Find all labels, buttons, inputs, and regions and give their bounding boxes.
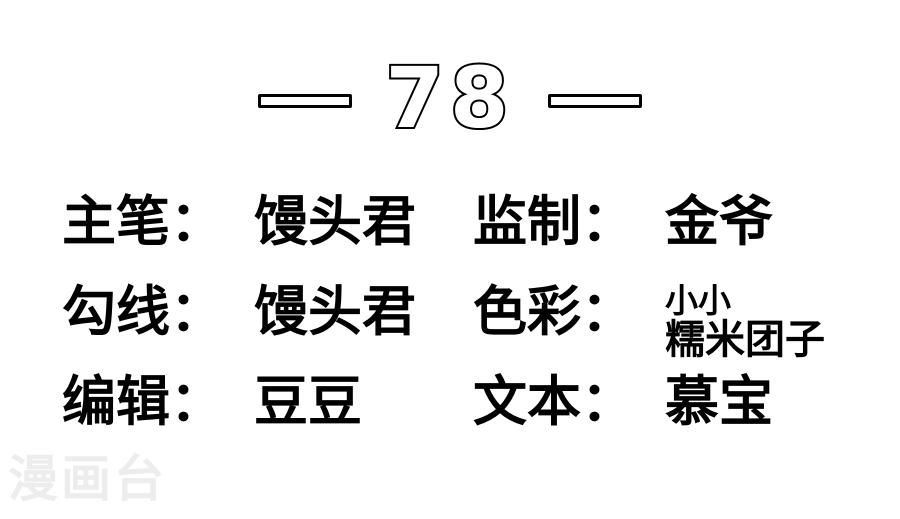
credit-label: 监制： <box>471 189 637 253</box>
credit-label: 色彩： <box>471 279 637 343</box>
credit-value-line: 小小 <box>663 281 733 320</box>
credit-row: 主笔： 馒头君 监制： 金爷 <box>0 189 900 282</box>
credit-value: 馒头君 <box>252 279 418 343</box>
credit-label: 主笔： <box>60 189 226 253</box>
chapter-number: 78 <box>384 49 515 147</box>
credit-label: 编辑： <box>60 369 226 433</box>
credit-entry-supervisor: 监制： 金爷 <box>455 189 900 253</box>
credit-value: 豆豆 <box>252 369 364 433</box>
credit-entry-line-art: 勾线： 馒头君 <box>0 279 455 343</box>
credit-value: 小小 糯米团子 <box>663 281 827 363</box>
chapter-header: 78 <box>0 52 900 144</box>
credit-entry-editor: 编辑： 豆豆 <box>0 369 455 433</box>
watermark: 漫画台 <box>8 450 167 508</box>
credit-value-line: 糯米团子 <box>663 316 827 363</box>
credit-label: 文本： <box>471 369 637 433</box>
credit-label: 勾线： <box>60 279 226 343</box>
credit-row: 勾线： 馒头君 色彩： 小小 糯米团子 <box>0 279 900 372</box>
right-dash-icon <box>548 94 643 108</box>
credit-value: 慕宝 <box>663 369 775 433</box>
credit-entry-main-artist: 主笔： 馒头君 <box>0 189 455 253</box>
credit-row: 编辑： 豆豆 文本： 慕宝 <box>0 369 900 462</box>
left-dash-icon <box>257 94 352 108</box>
credit-entry-script: 文本： 慕宝 <box>455 369 900 433</box>
credit-value: 馒头君 <box>252 189 418 253</box>
credit-value: 金爷 <box>663 189 775 253</box>
credits-grid: 主笔： 馒头君 监制： 金爷 勾线： 馒头君 色彩： 小小 糯米团子 <box>0 189 900 462</box>
credit-entry-color: 色彩： 小小 糯米团子 <box>455 279 900 363</box>
